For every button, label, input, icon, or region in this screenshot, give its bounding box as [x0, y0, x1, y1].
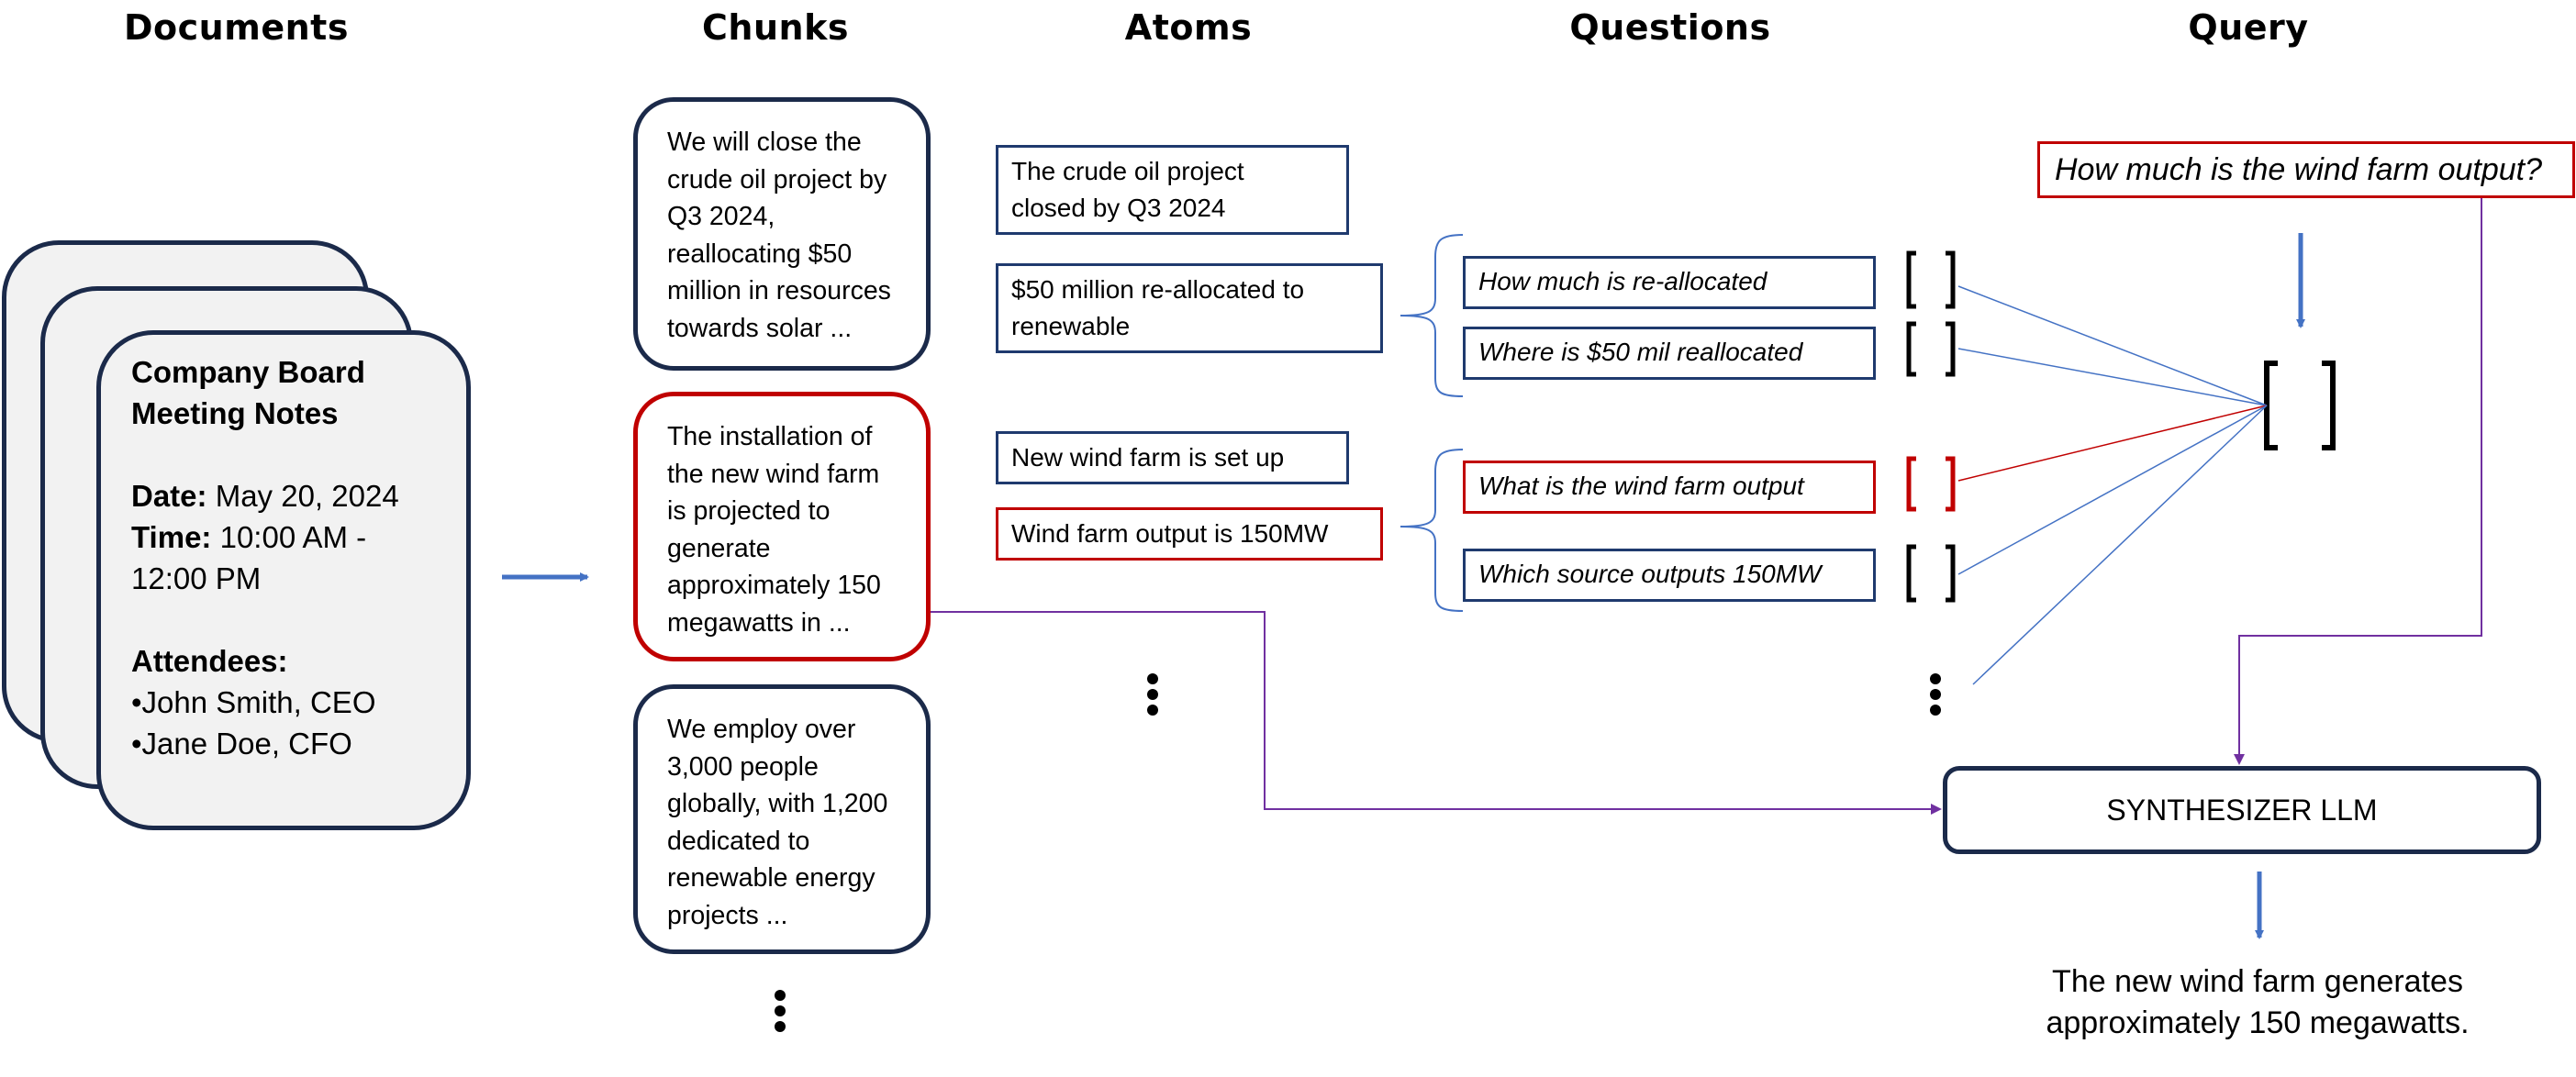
question-3-highlighted: What is the wind farm output [1463, 461, 1876, 514]
document-date: Date: May 20, 2024 [131, 479, 399, 513]
atom-2-line: $50 million re-allocated to [1011, 275, 1305, 304]
atom-1-line: The crude oil project [1011, 157, 1244, 185]
atom-2-line: renewable [1011, 312, 1131, 340]
chunk-2-line: is projected to [667, 496, 831, 526]
document-time: Time: 10:00 AM - [131, 520, 367, 554]
embedding-bracket-4 [1906, 544, 1956, 603]
heading-query: Query [2188, 7, 2309, 48]
document-time-cont: 12:00 PM [131, 561, 262, 595]
document-attendees-label: Attendees: [131, 644, 288, 678]
heading-questions: Questions [1569, 7, 1771, 48]
chunk-3: We employ over 3,000 people globally, wi… [633, 684, 931, 954]
atom-4-line: Wind farm output is 150MW [1011, 519, 1329, 548]
synthesizer-label: SYNTHESIZER LLM [2106, 794, 2378, 827]
ellipsis-chunks [775, 990, 786, 1032]
chunk-1-line: Q3 2024, [667, 202, 775, 231]
chunk-1: We will close the crude oil project by Q… [633, 97, 931, 371]
document-title-line2: Meeting Notes [131, 396, 339, 430]
query-embedding-bracket [2264, 361, 2336, 450]
heading-atoms: Atoms [1124, 7, 1253, 48]
question-4: Which source outputs 150MW [1463, 549, 1876, 602]
chunk-1-line: crude oil project by [667, 164, 887, 194]
answer-text: The new wind farm generates approximatel… [1982, 961, 2533, 1044]
document-content: Company Board Meeting Notes Date: May 20… [131, 351, 443, 764]
embedding-bracket-3-highlighted [1906, 456, 1956, 512]
chunk-2-line: approximately 150 [667, 571, 881, 600]
chunk-2-line: the new wind farm [667, 459, 880, 489]
chunk-3-line: We employ over [667, 715, 856, 744]
chunk-1-line: towards solar ... [667, 313, 853, 343]
chunk-2-line: megawatts in ... [667, 607, 851, 638]
atom-1: The crude oil project closed by Q3 2024 [996, 145, 1349, 235]
chunk-to-synthesizer-path [931, 611, 1942, 815]
heading-documents: Documents [124, 7, 349, 48]
chunk-1-line: reallocating $50 [667, 239, 853, 269]
query-box: How much is the wind farm output? [2037, 141, 2575, 198]
atom-4-highlighted: Wind farm output is 150MW [996, 507, 1383, 561]
brace-group-2 [1400, 449, 1464, 612]
chunk-2-highlighted: The installation of the new wind farm is… [633, 392, 931, 661]
embedding-bracket-1 [1906, 250, 1956, 309]
brace-group-1 [1400, 234, 1464, 397]
chunk-3-line: projects ... [667, 900, 788, 930]
similarity-lines [1957, 285, 2268, 685]
atom-3-line: New wind farm is set up [1011, 443, 1285, 472]
ellipsis-questions [1930, 673, 1941, 716]
chunk-2-line: The installation of [667, 422, 873, 451]
document-attendee-1: •John Smith, CEO [131, 685, 376, 719]
synthesizer-llm-box: SYNTHESIZER LLM [1943, 766, 2541, 854]
atom-1-line: closed by Q3 2024 [1011, 194, 1226, 222]
chunk-3-line: renewable energy [667, 863, 875, 893]
chunk-2-line: generate [667, 533, 771, 563]
question-1: How much is re-allocated [1463, 256, 1876, 309]
chunk-1-line: million in resources [667, 276, 891, 305]
chunk-1-line: We will close the [667, 128, 862, 157]
embedding-bracket-2 [1906, 321, 1956, 377]
chunk-3-line: globally, with 1,200 [667, 789, 888, 818]
atom-3: New wind farm is set up [996, 431, 1349, 484]
document-attendee-2: •Jane Doe, CFO [131, 727, 352, 761]
chunk-3-line: dedicated to [667, 826, 810, 856]
chunk-3-line: 3,000 people [667, 751, 819, 782]
answer-line-2: approximately 150 megawatts. [2046, 1005, 2470, 1040]
answer-line-1: The new wind farm generates [2052, 964, 2463, 999]
query-to-synthesizer-path [2234, 198, 2482, 765]
heading-chunks: Chunks [702, 7, 849, 48]
document-card-front: Company Board Meeting Notes Date: May 20… [96, 330, 471, 830]
question-2: Where is $50 mil reallocated [1463, 327, 1876, 380]
ellipsis-atoms [1147, 673, 1158, 716]
document-title-line1: Company Board [131, 355, 365, 389]
atom-2: $50 million re-allocated to renewable [996, 263, 1383, 353]
